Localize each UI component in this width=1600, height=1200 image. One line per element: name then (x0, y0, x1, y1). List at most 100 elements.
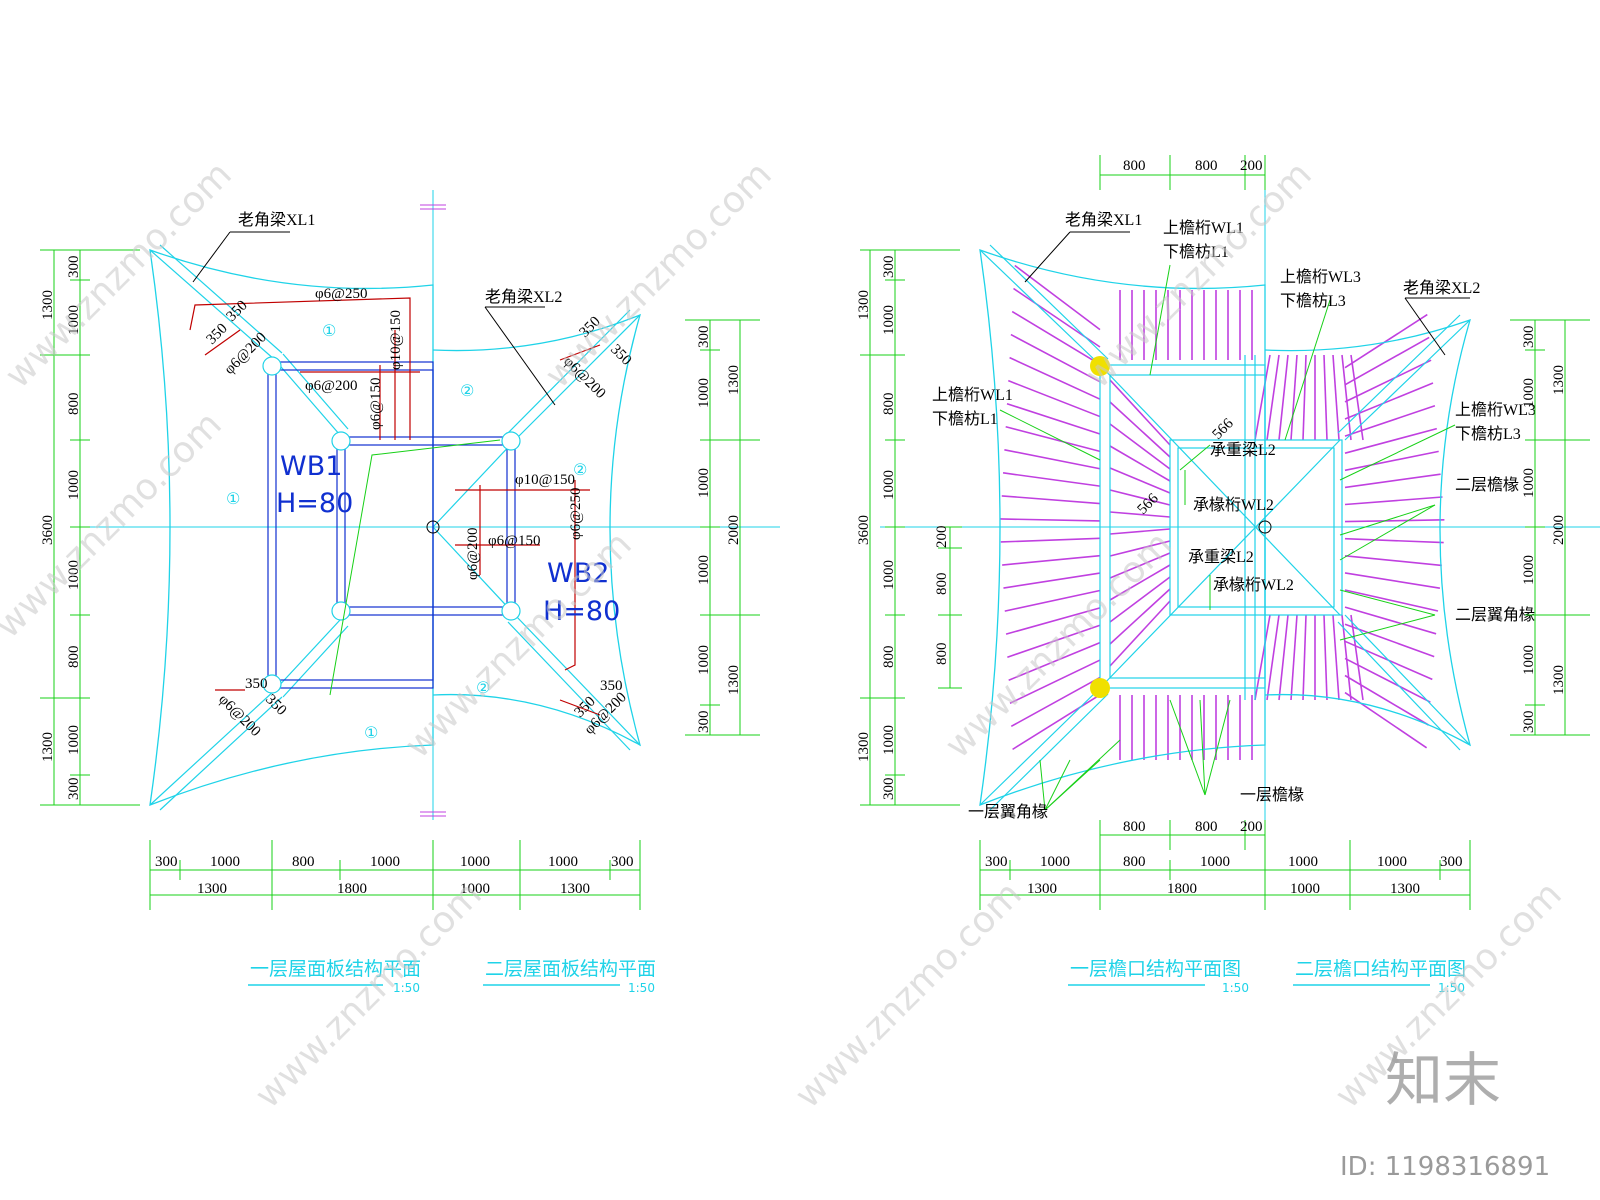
rafter-line (1344, 427, 1438, 454)
dim-left-inner: 1000 (66, 560, 82, 590)
rafter-line (1266, 614, 1280, 701)
rafter-line (1344, 496, 1443, 506)
dim-right-inner: 300 (1521, 711, 1537, 734)
dim-right-outer: 1300 (1551, 365, 1567, 395)
watermark-text: www.znzmo.com (787, 874, 1029, 1116)
dim-bottom-bot: 1000 (1290, 881, 1320, 897)
dim-bottom-bot: 1300 (560, 881, 590, 897)
zone-marker: ② (476, 678, 490, 697)
rafter-line (1109, 600, 1171, 667)
dim-left-inner: 800 (66, 646, 82, 669)
left-plan: 老角梁XL1 老角梁XL2 φ6@250 φ6@200 φ6@150 φ10@1… (40, 190, 780, 995)
rebar-label: φ6@200 (465, 528, 481, 580)
label-purlin: 下檐枋L1 (932, 410, 998, 428)
dim-top: 800 (1195, 158, 1218, 174)
dim-bottom-top: 300 (611, 854, 634, 870)
drawing-scale: 1:50 (393, 981, 420, 995)
rafter-line (1010, 676, 1101, 728)
rafter-line (1344, 537, 1444, 544)
rebar-label: φ6@250 (315, 286, 367, 302)
dim-right-inner: 1000 (1521, 645, 1537, 675)
label-bearing-beam: 承重梁L2 (1210, 441, 1276, 459)
rafter-line (1004, 589, 1101, 612)
dim-label: 350 (245, 676, 268, 692)
rafter-line (1350, 614, 1364, 701)
drawing-scale: 1:50 (1438, 981, 1465, 995)
drawing-title: 二层屋面板结构平面 (485, 958, 656, 980)
rafter-line (1341, 354, 1352, 441)
dim-mid: 800 (1195, 819, 1218, 835)
label-purlin: 上檐桁WL3 (1455, 401, 1536, 419)
dim-left-outer: 3600 (856, 515, 872, 545)
dim-label: 350 (204, 321, 231, 348)
rafter-line (1109, 540, 1171, 557)
dim-left-inner: 300 (66, 256, 82, 279)
rafter-line (1109, 564, 1171, 601)
rafter-line (1302, 354, 1307, 441)
watermark-text: www.znzmo.com (537, 154, 779, 396)
zone-marker: ① (322, 321, 336, 340)
rafter-line (1350, 354, 1364, 441)
rafter-line (1009, 659, 1101, 705)
dim-left-inner: 300 (66, 778, 82, 801)
rebar-label: φ10@150 (515, 472, 575, 488)
rafter-line (1109, 489, 1171, 506)
dim-bottom-top: 300 (155, 854, 178, 870)
dim-left-inner: 300 (881, 256, 897, 279)
dim-left-inner: 800 (881, 646, 897, 669)
rafter-line (1109, 552, 1171, 579)
rafter-line (1344, 359, 1432, 403)
watermark-text: www.znzmo.com (397, 524, 639, 766)
rafter-line (1344, 674, 1429, 726)
dim-left-inner: 800 (881, 393, 897, 416)
zone-marker: ① (364, 723, 378, 742)
right-plan: 老角梁XL1 老角梁XL2 上檐桁WL1 下檐枋L1 上檐桁WL3 下檐枋L3 … (856, 155, 1600, 995)
drawing-scale: 1:50 (1222, 981, 1249, 995)
dim-right-outer: 1300 (1551, 665, 1567, 695)
rafter-line (1341, 614, 1352, 701)
rafter-line (1001, 495, 1101, 505)
panel-name-wb2: WB2 (547, 558, 609, 589)
dim-label: 350 (600, 678, 623, 694)
dim-left-inner: 800 (66, 393, 82, 416)
rafter-lines (1000, 264, 1445, 760)
rafter-line (1006, 402, 1101, 435)
dim-left-inner: 1000 (66, 725, 82, 755)
rafter-line (1109, 588, 1171, 645)
dim-left-inner: 1000 (66, 470, 82, 500)
dim-right-inner: 300 (1521, 326, 1537, 349)
rafter-line (1323, 614, 1328, 701)
label-eave-rafter-2: 二层檐椽 (1455, 476, 1519, 494)
rafter-line (1344, 405, 1436, 437)
rafter-line (1254, 614, 1271, 701)
rafter-line (1003, 572, 1101, 589)
dim-left-inner: 300 (881, 778, 897, 801)
rafter-line (1302, 614, 1307, 701)
watermark-text: www.znzmo.com (0, 404, 230, 646)
rafter-line (1290, 614, 1298, 701)
drawing-title: 一层檐口结构平面图 (1070, 958, 1241, 980)
dim-left-outer: 1300 (856, 732, 872, 762)
rafter-line (1014, 264, 1101, 331)
rafter-line (1278, 354, 1289, 441)
dim-left-inner: 1000 (66, 305, 82, 335)
rafter-line (1109, 511, 1171, 518)
label-corner-beam-xl1: 老角梁XL1 (1065, 211, 1142, 229)
rafter-line (1344, 606, 1437, 635)
dim-right-outer: 2000 (1551, 515, 1567, 545)
dim-bottom-top: 300 (985, 854, 1008, 870)
brand-logo: 知末 (1385, 1046, 1501, 1114)
dim-bottom-bot: 1300 (1027, 881, 1057, 897)
rafter-line (1332, 354, 1340, 441)
dim-bottom-top: 1000 (1377, 854, 1407, 870)
dim-left-small: 800 (934, 643, 950, 666)
rebar-label: φ6@150 (368, 378, 384, 430)
rafter-line (1344, 473, 1441, 489)
panel-thickness-wb1: H=80 (276, 488, 353, 519)
label-purlin: 下檐枋L3 (1455, 425, 1521, 443)
label-rafter-purlin: 承椽桁WL2 (1193, 496, 1274, 514)
dim-bottom-top: 800 (1123, 854, 1146, 870)
drawing-title: 二层檐口结构平面图 (1295, 958, 1466, 980)
watermark-text: www.znzmo.com (0, 154, 240, 396)
